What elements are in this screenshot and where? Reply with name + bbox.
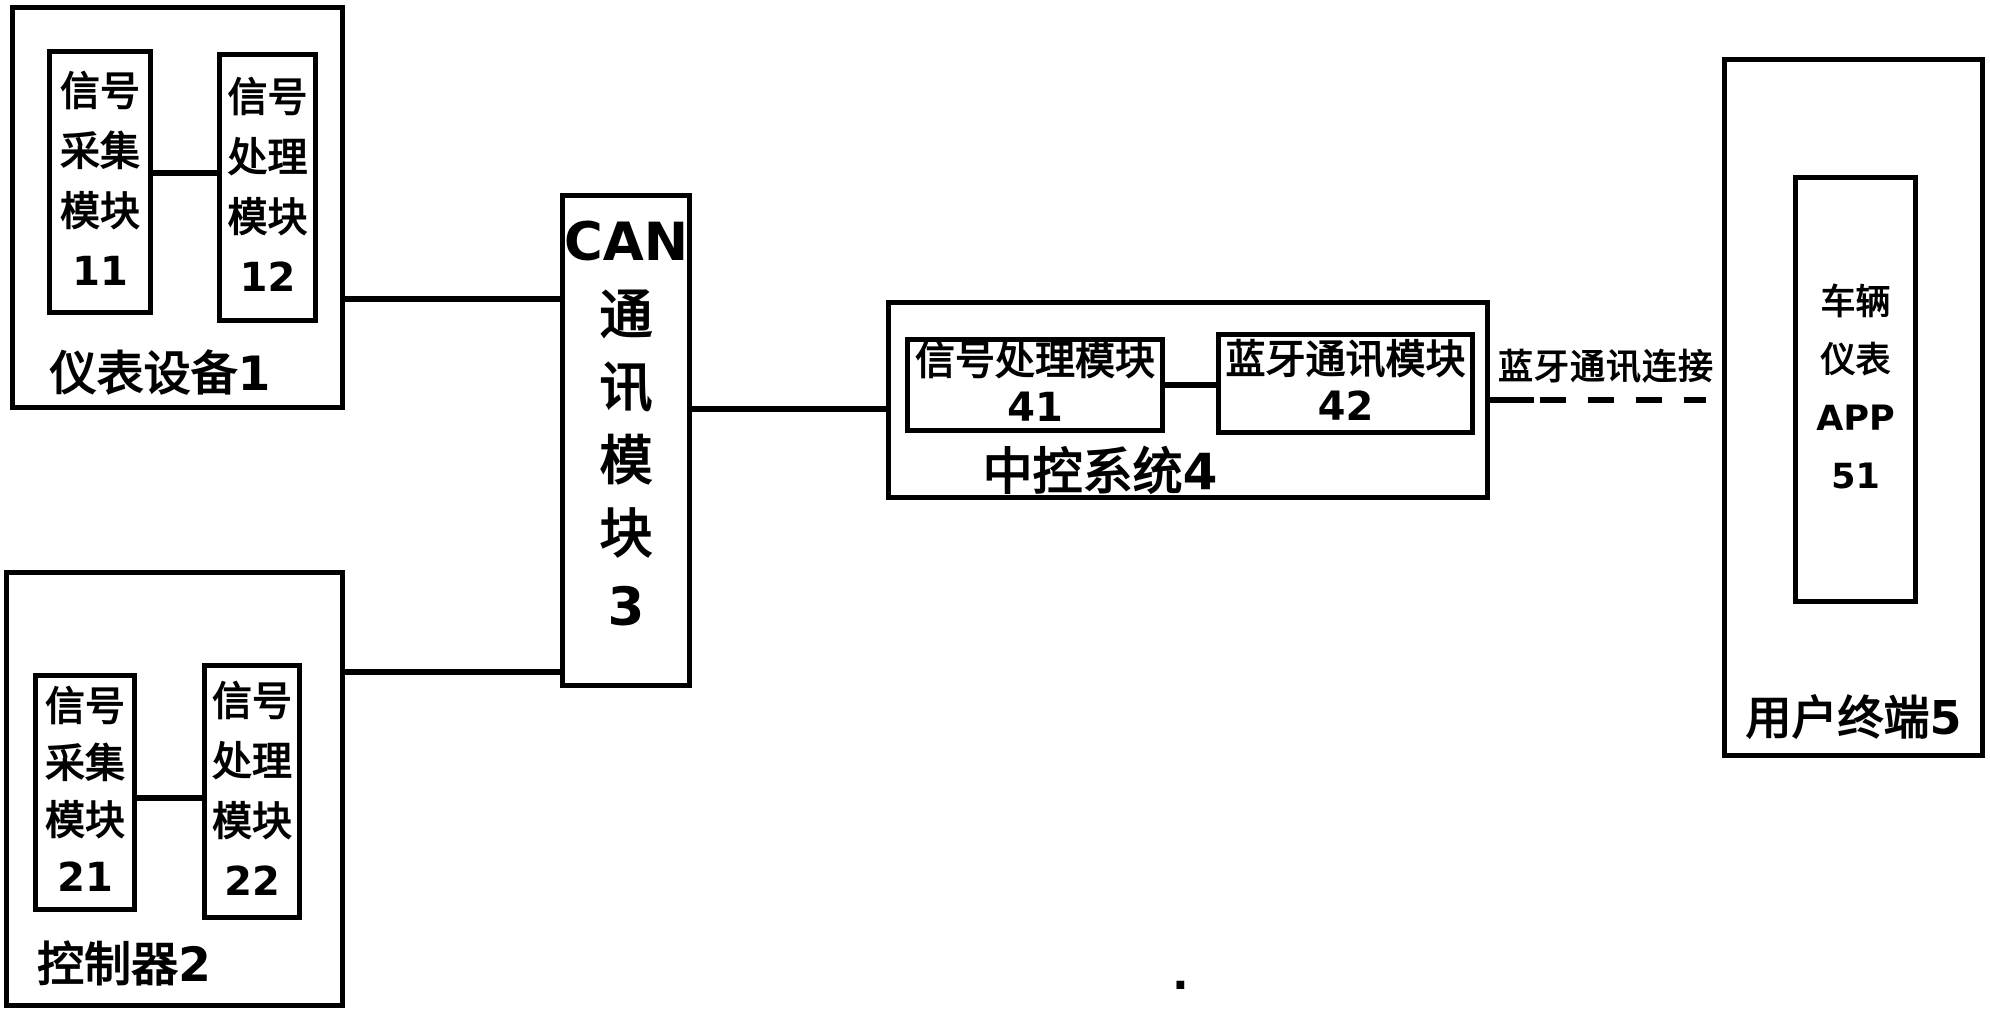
central-control-system-4-label: 中控系统4 [982, 443, 1218, 501]
vehicle-instrument-app-51-box: 车辆 仪表 APP 51 [1793, 175, 1918, 604]
controller-2-label: 控制器2 [37, 938, 211, 993]
connector-module21-module22 [137, 795, 202, 801]
instrument-device-1-label: 仪表设备1 [49, 347, 271, 402]
signal-acquisition-module-11-box: 信号 采集 模块 11 [47, 49, 153, 315]
connector-can-central-control [692, 406, 886, 412]
connector-controller2-can [345, 669, 560, 675]
can-communication-module-3-box: CAN 通 讯 模 块 3 [560, 193, 692, 688]
user-terminal-5-label: 用户终端5 [1745, 691, 1962, 745]
bluetooth-dashed-link [1540, 397, 1706, 403]
signal-processing-module-12-box: 信号 处理 模块 12 [217, 52, 318, 323]
connector-module11-module12 [153, 170, 217, 176]
bluetooth-communication-module-42-box: 蓝牙通讯模块 42 [1216, 332, 1475, 435]
signal-processing-module-41-box: 信号处理模块 41 [905, 337, 1165, 433]
signal-acquisition-module-21-box: 信号 采集 模块 21 [33, 673, 137, 912]
connector-device1-can [345, 296, 560, 302]
connector-module41-module42 [1165, 382, 1216, 388]
bluetooth-connection-label: 蓝牙通讯连接 [1498, 348, 1715, 388]
signal-processing-module-22-box: 信号 处理 模块 22 [202, 663, 302, 920]
period-mark: . [1172, 949, 1189, 1000]
bluetooth-dashed-link-start [1490, 397, 1534, 403]
